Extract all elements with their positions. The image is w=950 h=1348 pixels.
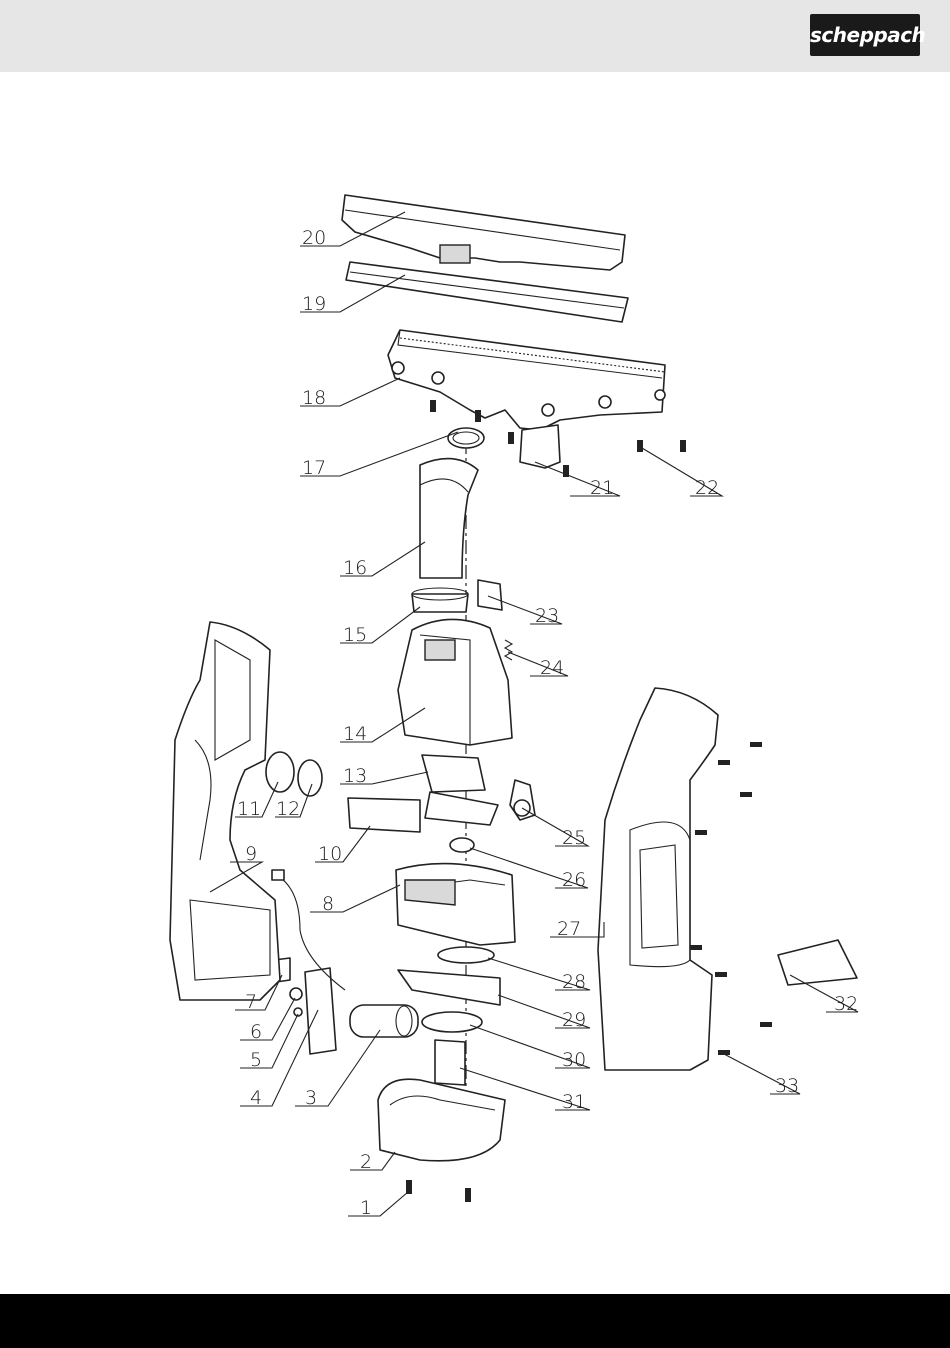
part-11-disc: [266, 752, 294, 792]
callout-31: 31: [562, 1091, 586, 1113]
part-31-motor: [435, 1040, 465, 1085]
callout-25: 25: [562, 827, 586, 849]
part-18-blade-holder: [388, 330, 665, 430]
callout-11: 11: [237, 798, 261, 820]
callout-29: 29: [562, 1009, 586, 1031]
part-21-clip: [520, 425, 560, 468]
part-20-blade-cover: [342, 195, 625, 270]
callout-7: 7: [245, 991, 257, 1013]
left-housing-half: [170, 622, 280, 1000]
callout-2: 2: [360, 1151, 372, 1173]
part-3-battery: [350, 1005, 418, 1037]
callout-13: 13: [343, 765, 367, 787]
footer-bar: [0, 1294, 950, 1348]
callout-10: 10: [318, 843, 342, 865]
part-10-filter-holder: [348, 798, 420, 832]
part-23-button: [478, 580, 502, 610]
callout-5: 5: [250, 1049, 262, 1071]
callout-1: 1: [360, 1197, 372, 1219]
part-14-upper-housing: [398, 619, 512, 745]
callout-27: 27: [557, 918, 581, 940]
callout-21: 21: [590, 477, 614, 499]
callout-4: 4: [250, 1087, 262, 1109]
callout-23: 23: [535, 605, 559, 627]
part-24-spring: [505, 640, 512, 660]
part-19-wiper-blade: [346, 262, 628, 322]
part-2-lower-housing: [378, 1079, 505, 1161]
part-29-base-plate: [398, 970, 500, 1005]
part-1-screw: [406, 1180, 412, 1194]
callout-22: 22: [695, 477, 719, 499]
callout-33: 33: [775, 1075, 799, 1097]
callout-17: 17: [302, 457, 326, 479]
part-6-lens: [290, 988, 302, 1000]
part-8-dirt-tank: [396, 864, 515, 945]
part-32-label: [778, 940, 857, 985]
part-30-fan: [422, 1012, 482, 1032]
part-28-seal: [438, 947, 494, 963]
part-27-right-housing: [598, 688, 718, 1070]
callout-28: 28: [562, 971, 586, 993]
callout-32: 32: [834, 993, 858, 1015]
part-16-suction-tube: [420, 459, 478, 578]
part-26-seal-ring: [450, 838, 474, 852]
callout-12: 12: [276, 798, 300, 820]
part-13-filter-frame: [422, 755, 498, 825]
callout-30: 30: [562, 1049, 586, 1071]
callout-24: 24: [540, 657, 564, 679]
callout-14: 14: [343, 723, 367, 745]
callout-18: 18: [302, 387, 326, 409]
callout-19: 19: [302, 293, 326, 315]
callout-9: 9: [245, 843, 257, 865]
callout-6: 6: [250, 1021, 262, 1043]
callout-3: 3: [305, 1087, 317, 1109]
part-15-seal: [412, 594, 468, 612]
part-25-float: [510, 780, 535, 820]
callout-16: 16: [343, 557, 367, 579]
callout-20: 20: [302, 227, 326, 249]
callout-15: 15: [343, 624, 367, 646]
callout-26: 26: [562, 869, 586, 891]
part-4-circuit-board: [305, 968, 336, 1054]
callout-8: 8: [322, 893, 334, 915]
